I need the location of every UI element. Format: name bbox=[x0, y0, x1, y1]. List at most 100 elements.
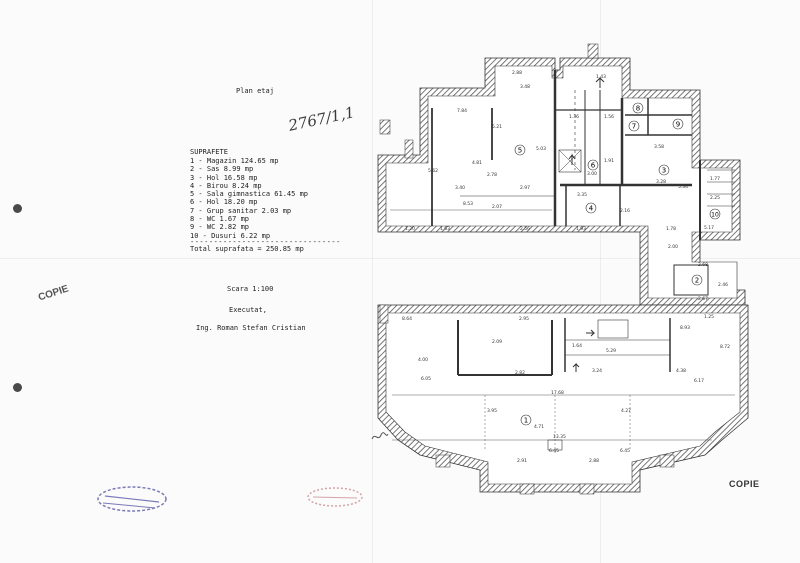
svg-text:8: 8 bbox=[636, 105, 640, 113]
svg-text:5.21: 5.21 bbox=[492, 124, 502, 130]
svg-text:4.38: 4.38 bbox=[676, 368, 686, 374]
svg-text:3.58: 3.58 bbox=[654, 144, 664, 150]
svg-text:2.88: 2.88 bbox=[589, 458, 599, 464]
surfaces-total: Total suprafata = 250.85 mp bbox=[190, 245, 304, 253]
svg-text:17.68: 17.68 bbox=[551, 390, 564, 396]
svg-text:1.36: 1.36 bbox=[569, 114, 579, 120]
svg-text:5.62: 5.62 bbox=[428, 168, 438, 174]
svg-text:2.95: 2.95 bbox=[519, 316, 529, 322]
svg-text:1.56: 1.56 bbox=[604, 114, 614, 120]
svg-text:5.17: 5.17 bbox=[704, 225, 714, 231]
svg-text:1.43: 1.43 bbox=[596, 74, 606, 80]
blue-stamp-mark bbox=[97, 486, 167, 512]
svg-text:5.03: 5.03 bbox=[536, 146, 546, 152]
svg-text:2.16: 2.16 bbox=[620, 208, 630, 214]
svg-text:1: 1 bbox=[524, 417, 528, 425]
copy-mark: COPIE bbox=[729, 479, 760, 489]
svg-text:1.20: 1.20 bbox=[405, 226, 415, 232]
paper-fold bbox=[600, 0, 601, 563]
svg-text:2.00: 2.00 bbox=[668, 244, 678, 250]
surface-item: 4 - Birou 8.24 mp bbox=[190, 181, 262, 190]
svg-text:4.81: 4.81 bbox=[472, 160, 482, 166]
svg-text:8.53: 8.53 bbox=[463, 201, 473, 207]
svg-text:3.95: 3.95 bbox=[487, 408, 497, 414]
upper-block bbox=[377, 57, 746, 306]
svg-text:3.35: 3.35 bbox=[577, 192, 587, 198]
binder-hole bbox=[13, 204, 22, 213]
svg-text:9: 9 bbox=[676, 121, 680, 129]
svg-text:2.09: 2.09 bbox=[492, 339, 502, 345]
svg-text:1.93: 1.93 bbox=[576, 226, 586, 232]
svg-text:2.67: 2.67 bbox=[698, 296, 708, 302]
binder-hole bbox=[13, 383, 22, 392]
svg-text:10: 10 bbox=[711, 212, 719, 219]
room-labels: 5 6 3 4 8 7 9 10 2 1 bbox=[514, 102, 721, 426]
surfaces-heading: SUPRAFETE bbox=[190, 148, 228, 156]
svg-text:8.93: 8.93 bbox=[680, 325, 690, 331]
svg-text:3.48: 3.48 bbox=[520, 84, 530, 90]
svg-text:7.84: 7.84 bbox=[457, 108, 467, 114]
svg-text:6.45: 6.45 bbox=[620, 448, 630, 454]
engineer-name: Ing. Roman Stefan Cristian bbox=[196, 324, 306, 332]
svg-text:4.27: 4.27 bbox=[621, 408, 631, 414]
svg-text:1.91: 1.91 bbox=[604, 158, 614, 164]
surfaces-separator: -------------------------------- bbox=[190, 238, 341, 246]
svg-text:2.82: 2.82 bbox=[515, 370, 525, 376]
paper-fold bbox=[372, 0, 373, 563]
svg-text:8.64: 8.64 bbox=[402, 316, 412, 322]
executed-label: Executat, bbox=[229, 306, 267, 314]
dimension-labels: 2.88 3.48 7.84 5.21 5.62 4.81 3.40 2.97 … bbox=[402, 70, 730, 464]
surface-item: 1 - Magazin 124.65 mp bbox=[190, 157, 279, 165]
svg-text:4.71: 4.71 bbox=[534, 424, 544, 430]
surface-item: 10 - Dusuri 6.22 mp bbox=[190, 231, 271, 240]
svg-text:13.35: 13.35 bbox=[553, 434, 566, 440]
svg-text:4: 4 bbox=[589, 205, 594, 213]
lower-block bbox=[377, 304, 749, 493]
svg-text:5: 5 bbox=[518, 147, 522, 155]
svg-text:6.05: 6.05 bbox=[421, 376, 431, 382]
svg-text:2.25: 2.25 bbox=[710, 195, 720, 201]
svg-text:2.91: 2.91 bbox=[517, 458, 527, 464]
svg-text:3.24: 3.24 bbox=[592, 368, 602, 374]
surface-item: 9 - WC 2.82 mp bbox=[190, 223, 250, 232]
svg-text:1.77: 1.77 bbox=[710, 176, 720, 182]
svg-text:2.97: 2.97 bbox=[520, 185, 530, 191]
svg-text:1.78: 1.78 bbox=[666, 226, 676, 232]
svg-text:8.72: 8.72 bbox=[720, 344, 730, 350]
pen-scribble bbox=[371, 432, 389, 440]
paper-fold bbox=[0, 258, 800, 259]
svg-text:7: 7 bbox=[632, 123, 636, 131]
red-stamp-mark bbox=[307, 487, 363, 507]
svg-text:2.46: 2.46 bbox=[718, 282, 728, 288]
surface-item: 6 - Hol 18.20 mp bbox=[190, 198, 258, 207]
svg-text:3: 3 bbox=[662, 167, 666, 175]
svg-text:1.63: 1.63 bbox=[440, 226, 450, 232]
svg-text:1.64: 1.64 bbox=[572, 343, 582, 349]
svg-text:2.56: 2.56 bbox=[520, 226, 530, 232]
scale-label: Scara 1:100 bbox=[227, 285, 274, 293]
svg-text:2.07: 2.07 bbox=[492, 204, 502, 210]
svg-text:6.17: 6.17 bbox=[694, 378, 704, 384]
svg-text:2.88: 2.88 bbox=[512, 70, 522, 76]
svg-text:6.45: 6.45 bbox=[549, 448, 559, 454]
svg-text:5.29: 5.29 bbox=[606, 348, 616, 354]
svg-text:3.00: 3.00 bbox=[587, 171, 597, 177]
surface-item: 8 - WC 1.67 mp bbox=[190, 215, 250, 224]
svg-text:2.68: 2.68 bbox=[698, 262, 708, 268]
surface-item: 5 - Sala gimnastica 61.45 mp bbox=[190, 190, 309, 199]
svg-text:2: 2 bbox=[695, 277, 699, 285]
svg-text:3.40: 3.40 bbox=[455, 185, 465, 191]
surface-item: 2 - Sas 8.99 mp bbox=[190, 165, 254, 174]
surface-item: 7 - Grup sanitar 2.03 mp bbox=[190, 206, 292, 215]
svg-text:3.28: 3.28 bbox=[656, 179, 666, 185]
surface-item: 3 - Hol 16.58 mp bbox=[190, 173, 258, 182]
door-markers bbox=[379, 43, 675, 495]
svg-text:1.25: 1.25 bbox=[704, 314, 714, 320]
svg-text:5.34: 5.34 bbox=[678, 184, 688, 190]
surfaces-list: 1 - Magazin 124.65 mp 2 - Sas 8.99 mp 3 … bbox=[190, 157, 308, 240]
svg-text:4.00: 4.00 bbox=[418, 357, 428, 363]
svg-text:6: 6 bbox=[591, 162, 596, 170]
plan-title: Plan etaj bbox=[236, 87, 274, 95]
